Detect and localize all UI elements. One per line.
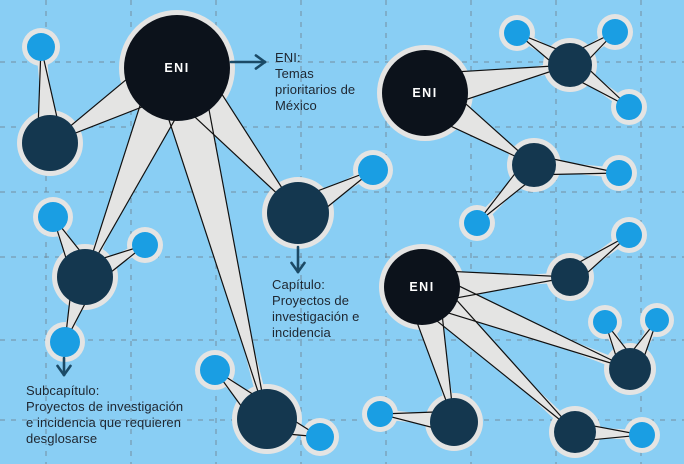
edge-line — [153, 73, 268, 420]
edge-band-taper — [153, 62, 267, 420]
node-subchapter — [645, 308, 669, 332]
node-chapter — [267, 182, 329, 244]
node-subchapter — [132, 232, 158, 258]
edge-line — [415, 302, 631, 370]
node-chapter — [512, 143, 556, 187]
node-subchapter — [306, 423, 334, 451]
node-chapter — [237, 389, 297, 449]
node-subchapter — [606, 160, 632, 186]
node-label-eni: ENI — [412, 86, 437, 100]
annotation-capitulo-note: Capítulo: Proyectos de investigación e i… — [272, 277, 360, 340]
node-eni — [382, 50, 468, 136]
node-subchapter — [629, 422, 655, 448]
node-chapter — [554, 411, 596, 453]
node-subchapter — [50, 327, 80, 357]
annotation-eni-note: ENI: Temas prioritarios de México — [275, 50, 356, 113]
node-subchapter — [616, 222, 642, 248]
node-subchapter — [593, 310, 617, 334]
arrowhead-capitulo — [290, 261, 300, 274]
node-eni — [124, 15, 230, 121]
arrowhead-eni — [254, 54, 267, 64]
node-subchapter — [602, 19, 628, 45]
arrowhead-subcapitulo — [56, 364, 66, 377]
node-label-eni: ENI — [164, 61, 189, 75]
arrowhead-eni — [254, 60, 267, 70]
node-chapter — [430, 398, 478, 446]
node-eni — [384, 249, 460, 325]
node-subchapter — [616, 94, 642, 120]
node-subchapter — [504, 20, 530, 46]
arrowhead-capitulo — [296, 261, 306, 274]
edge-line — [428, 270, 631, 370]
node-chapter — [609, 348, 651, 390]
node-subchapter — [358, 155, 388, 185]
node-chapter — [22, 115, 78, 171]
node-chapter — [548, 43, 592, 87]
node-label-eni: ENI — [409, 280, 434, 294]
node-subchapter — [200, 355, 230, 385]
node-subchapter — [27, 33, 55, 61]
node-chapter — [57, 249, 113, 305]
annotation-subcapitulo-note: Subcapítulo: Proyectos de investigación … — [26, 383, 184, 446]
node-chapter — [551, 258, 589, 296]
node-subchapter — [367, 401, 393, 427]
edge-line — [199, 61, 268, 420]
arrowhead-subcapitulo — [62, 364, 72, 377]
node-subchapter — [38, 202, 68, 232]
node-subchapter — [464, 210, 490, 236]
